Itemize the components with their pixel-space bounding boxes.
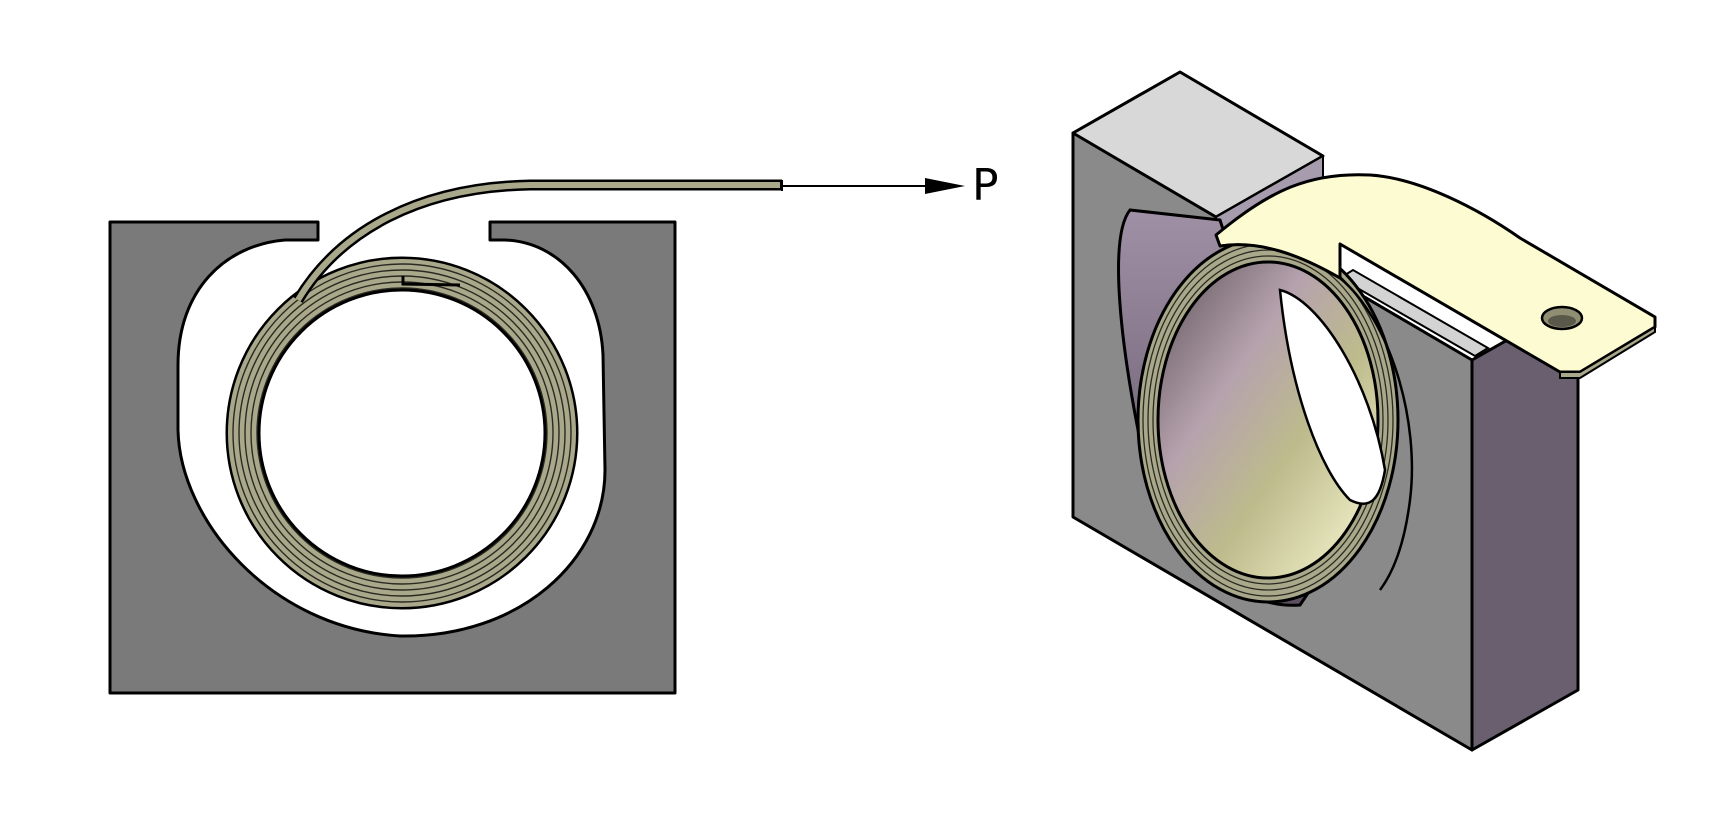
spring-tab-edge bbox=[1559, 325, 1656, 379]
coiled-spring bbox=[225, 256, 579, 610]
force-label: P bbox=[972, 160, 999, 211]
spring-inner-end bbox=[401, 276, 461, 287]
front-view: P bbox=[108, 160, 999, 695]
isometric-view bbox=[1071, 70, 1657, 752]
spring-strip-front-wrap bbox=[1219, 243, 1414, 591]
cavity-ledge bbox=[1338, 268, 1490, 358]
housing-block-front bbox=[108, 220, 677, 695]
bore-through-hole bbox=[1278, 288, 1387, 505]
arrow-head-icon bbox=[925, 178, 965, 194]
